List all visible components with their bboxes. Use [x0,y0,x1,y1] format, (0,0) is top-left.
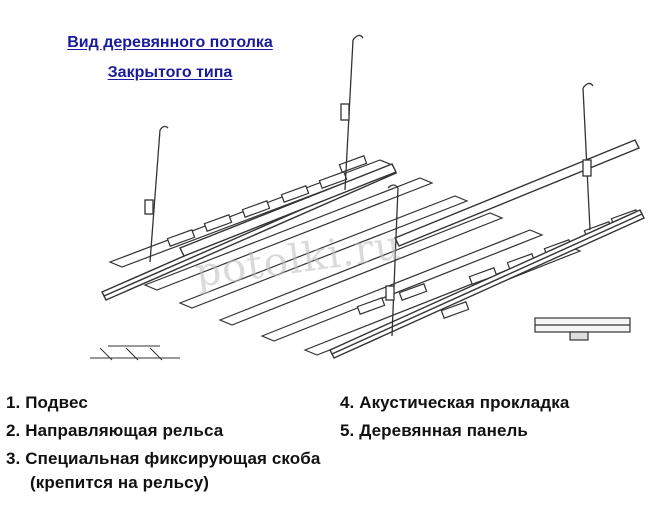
fixing-detail [90,345,180,361]
guide-rail [394,139,640,247]
legend-item-3-note: (крепится на рельсу) [30,473,210,492]
diagram-title-line-2: Закрытого типа [107,64,233,81]
wooden-panel [143,177,434,291]
acoustic-pad [440,301,470,319]
acoustic-pad [280,185,310,203]
hanger [144,125,169,263]
hangers [144,34,594,337]
section-detail [534,317,631,341]
hanger [385,184,399,337]
acoustic-pad [203,214,233,232]
guide-rail [179,163,397,257]
legend-item-5: 5. Деревянная панель [340,421,528,440]
acoustic-pad [166,229,196,247]
wooden-panel [218,212,504,326]
guide-rails [101,139,645,359]
legend-item-4: 4. Акустическая прокладка [340,393,570,412]
diagram-title-line-1: Вид деревянного потолка [67,34,273,51]
acoustic-pad [241,200,271,218]
acoustic-pad [398,283,428,301]
legend-item-1: 1. Подвес [6,393,88,412]
legend-item-2: 2. Направляющая рельса [6,421,224,440]
wooden-panel [260,229,544,342]
wooden-panel [178,195,469,309]
acoustic-pad [356,297,386,315]
legend-item-3: 3. Специальная фиксирующая скоба [6,449,321,468]
ceiling-diagram: potolki.ru [90,34,645,361]
hanger [582,82,594,231]
hanger [340,34,364,191]
